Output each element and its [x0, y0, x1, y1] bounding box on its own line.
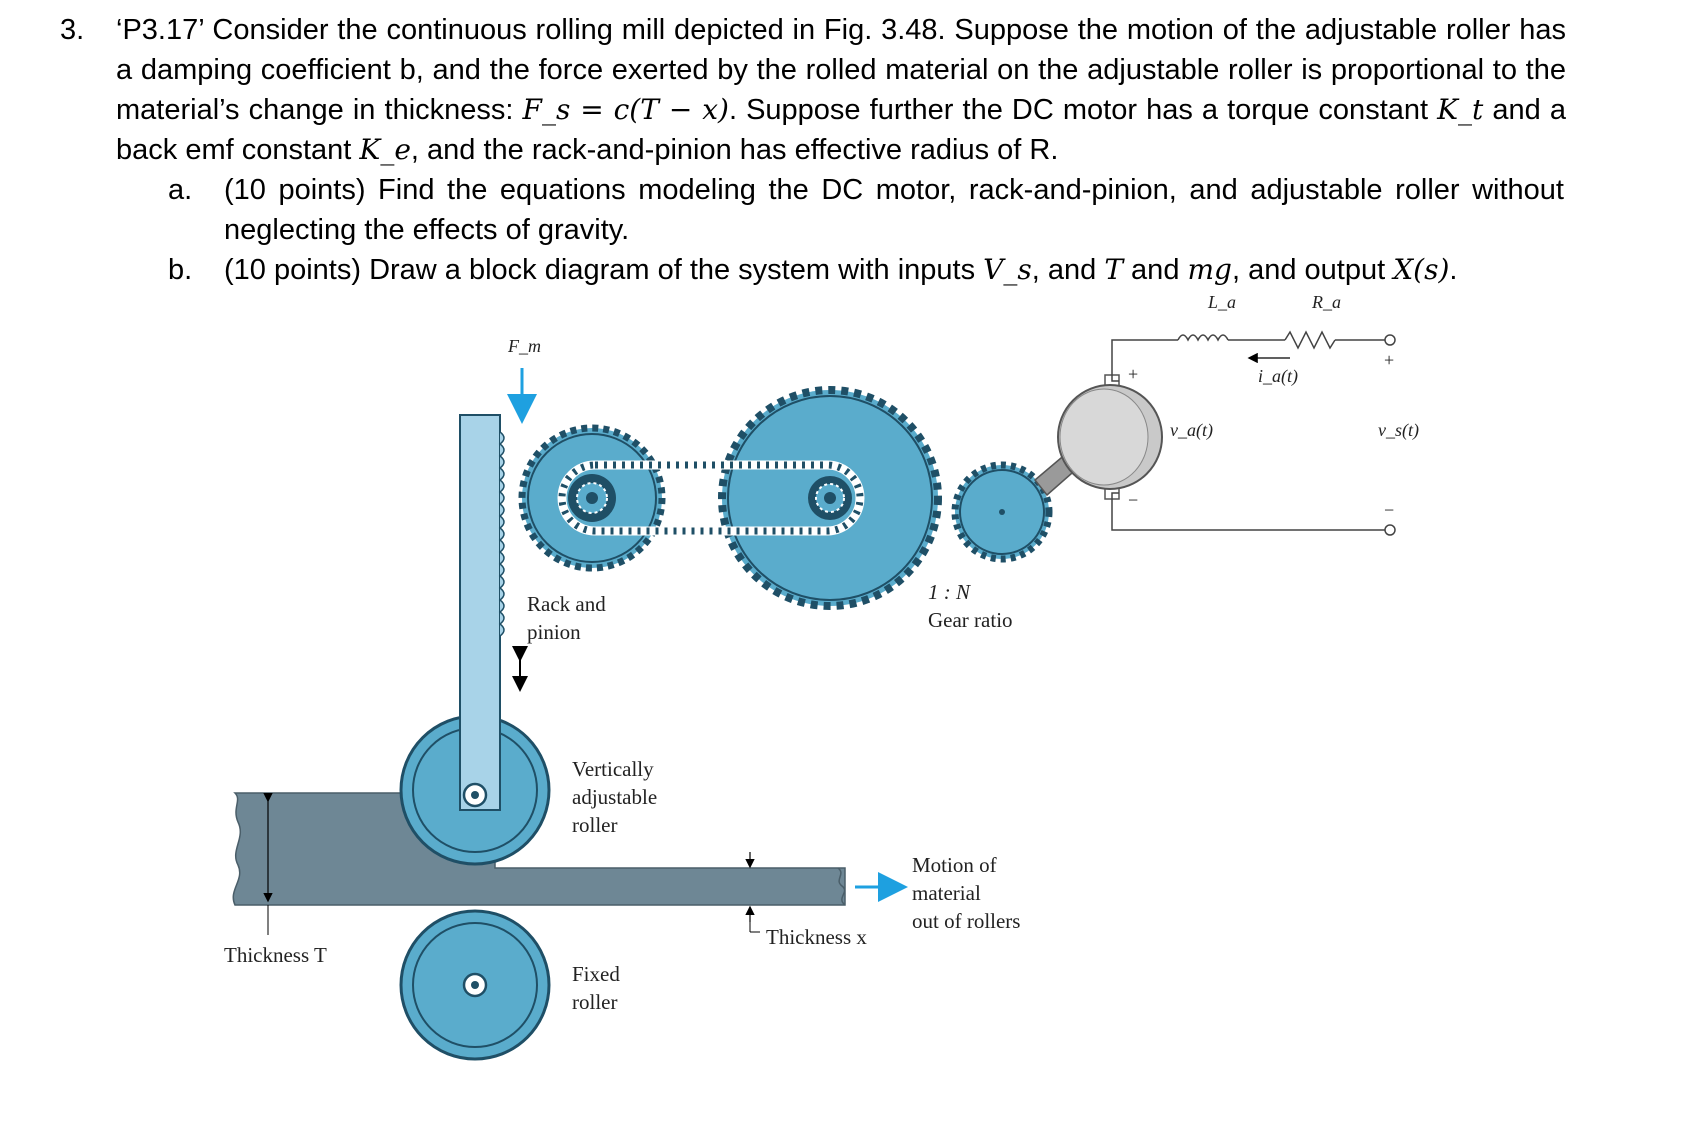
part-b-t4: , and output: [1231, 254, 1394, 286]
input-vs: V_s: [983, 253, 1032, 286]
part-b-t5: .: [1449, 254, 1458, 286]
current-label: i_a(t): [1258, 366, 1298, 386]
thickness-x-label: Thickness x: [766, 925, 867, 949]
part-b-t3: and: [1123, 254, 1188, 286]
fixed-roller-line-1: Fixed: [572, 962, 620, 986]
motion-line-1: Motion of: [912, 853, 997, 877]
motion-label: Motion of material out of rollers: [912, 851, 1020, 935]
armature-voltage-label: v_a(t): [1170, 420, 1213, 440]
part-a-text: (10 points) Find the equations modeling …: [224, 174, 1564, 246]
input-mg: mg: [1187, 253, 1232, 286]
motion-line-2: material: [912, 881, 981, 905]
rack-pinion-label: Rack and pinion: [527, 590, 606, 646]
input-T: T: [1104, 253, 1123, 286]
inductance-label: L_a: [1208, 292, 1237, 312]
torque-constant: K_t: [1437, 93, 1484, 126]
thickness-T-label: Thickness T: [224, 943, 327, 967]
emf-constant: K_e: [359, 133, 411, 166]
motor-minus-label: −: [1128, 490, 1139, 510]
fixed-roller-line-2: roller: [572, 990, 618, 1014]
thickness-x-dimension: [745, 852, 760, 933]
output-xs: X(s): [1393, 253, 1450, 286]
part-a-letter: a.: [168, 174, 193, 206]
motion-line-3: out of rollers: [912, 909, 1021, 933]
question-number: 3.: [60, 14, 85, 46]
part-b-t1: (10 points) Draw a block diagram of the …: [224, 254, 984, 286]
gear-ratio-label: Gear ratio: [928, 608, 1013, 632]
stem-part-3: and a back emf constant: [116, 94, 1566, 166]
part-b-text: (10 points) Draw a block diagram of the …: [224, 250, 1564, 290]
supply-voltage-label: v_s(t): [1378, 420, 1419, 440]
fm-label: F_m: [508, 336, 541, 356]
part-b-t2: , and: [1031, 254, 1105, 286]
rack: [459, 414, 505, 811]
chain: [557, 460, 865, 536]
pinion-gear: [518, 424, 666, 572]
gear-ratio-value: 1 : N: [928, 580, 970, 604]
rack-pinion-line-2: pinion: [527, 620, 581, 644]
motor-gear: [951, 461, 1053, 563]
adjustable-roller-line-3: roller: [572, 813, 618, 837]
stem-part-1: ‘P3.17’ Consider the continuous rolling …: [116, 14, 1566, 126]
resistance-label: R_a: [1312, 292, 1341, 312]
motor-plus-label: +: [1128, 364, 1139, 384]
dc-motor: [1057, 374, 1163, 500]
stem-part-2: . Suppose further the DC motor has a tor…: [728, 94, 1438, 126]
large-gear: [718, 386, 942, 610]
adjustable-roller-label: Vertically adjustable roller: [572, 755, 657, 839]
rack-pinion-line-1: Rack and: [527, 592, 606, 616]
rolled-material: [232, 792, 846, 906]
stem-part-4: , and the rack-and-pinion has effective …: [410, 134, 1059, 166]
force-equation: F_s = c(T − x): [522, 93, 729, 126]
fixed-roller-label: Fixed roller: [572, 960, 620, 1016]
supply-plus-label: +: [1384, 350, 1395, 370]
fixed-roller: [399, 909, 551, 1061]
adjustable-roller-line-1: Vertically: [572, 757, 654, 781]
part-b-letter: b.: [168, 254, 193, 286]
adjustable-roller-line-2: adjustable: [572, 785, 658, 809]
supply-minus-label: −: [1384, 500, 1395, 520]
armature-circuit: [1111, 330, 1396, 536]
question-stem: ‘P3.17’ Consider the continuous rolling …: [116, 10, 1566, 170]
